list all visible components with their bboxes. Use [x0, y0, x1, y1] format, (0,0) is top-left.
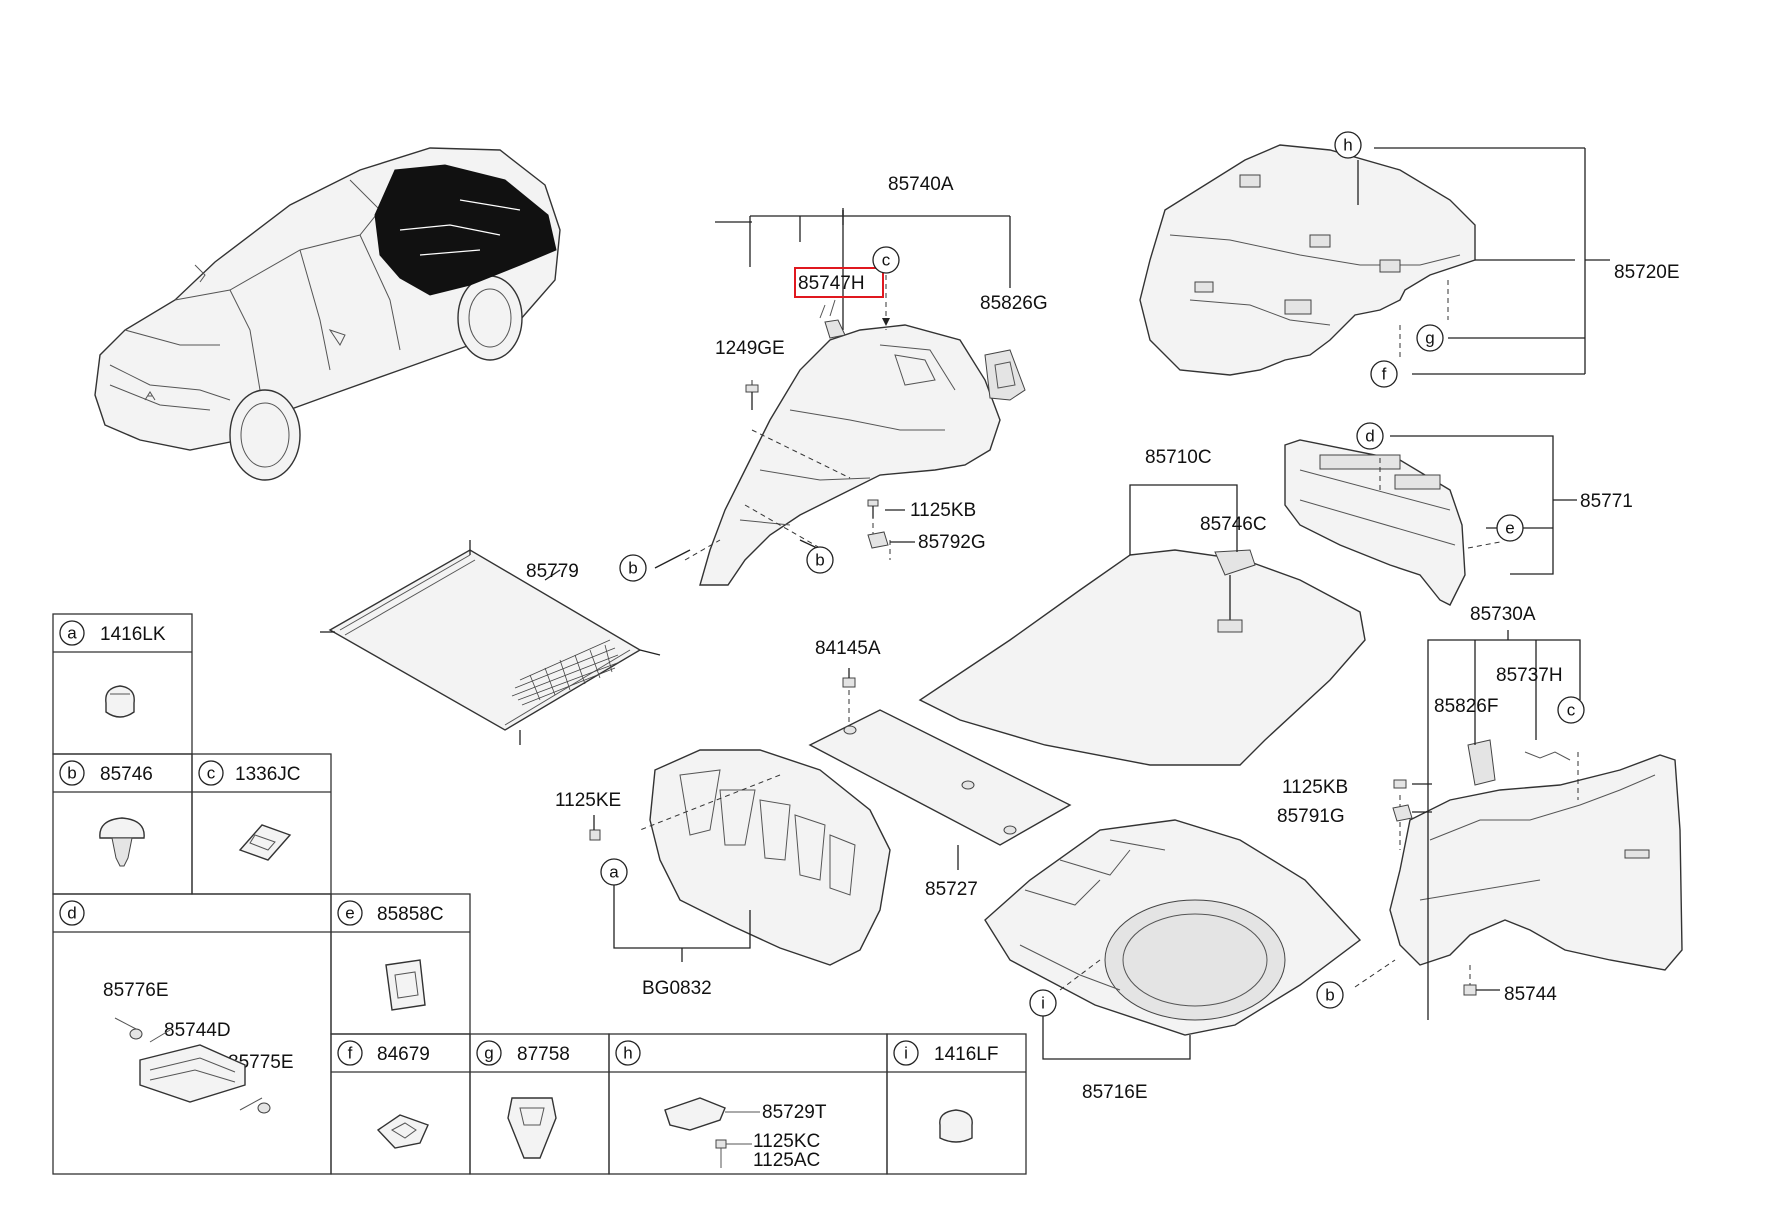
- svg-text:1125KC: 1125KC: [753, 1131, 820, 1152]
- clip-icon: [385, 959, 426, 1011]
- callout-c-top: c: [872, 246, 900, 274]
- legend-i: i 1416LF: [893, 1040, 998, 1143]
- label-85727: 85727: [925, 879, 978, 900]
- rear-transverse-trim: [1284, 435, 1577, 606]
- legend-c: c 1336JC: [198, 760, 301, 861]
- svg-text:e: e: [345, 904, 354, 923]
- callout-i: i: [1029, 989, 1057, 1017]
- svg-text:85746: 85746: [100, 764, 153, 785]
- label-85716E: 85716E: [1082, 1082, 1148, 1103]
- svg-text:85744D: 85744D: [164, 1020, 231, 1041]
- package-tray-trim: [1139, 144, 1610, 376]
- bracket-icon: [664, 1097, 726, 1131]
- left-quarter-trim: [654, 208, 1026, 586]
- trunk-floor-mat: [918, 484, 1366, 766]
- label-85746C: 85746C: [1200, 514, 1267, 535]
- legend-grid: [52, 613, 1027, 1175]
- svg-text:f: f: [348, 1044, 353, 1063]
- rivet-icon: [939, 1109, 973, 1143]
- callout-a: a: [600, 858, 628, 886]
- legend-a: a 1416LK: [59, 620, 166, 718]
- label-85744: 85744: [1504, 984, 1557, 1005]
- svg-text:87758: 87758: [517, 1044, 570, 1065]
- svg-text:e: e: [1505, 519, 1514, 538]
- trunk-floor-board: [808, 668, 1072, 870]
- svg-text:i: i: [1041, 994, 1045, 1013]
- trunk-side-cover: [589, 749, 891, 966]
- luggage-net: [320, 540, 661, 745]
- label-84145A: 84145A: [815, 638, 881, 659]
- svg-text:c: c: [1567, 701, 1576, 720]
- highlight-box-85747H: [794, 267, 884, 298]
- callout-f: f: [1370, 360, 1398, 388]
- svg-text:i: i: [904, 1044, 908, 1063]
- callout-b-right: b: [1316, 981, 1344, 1009]
- callout-g: g: [1416, 324, 1444, 352]
- svg-text:h: h: [623, 1044, 632, 1063]
- label-85720E: 85720E: [1614, 262, 1680, 283]
- callout-b-mid: b: [806, 546, 834, 574]
- push-clip-icon: [99, 817, 145, 839]
- svg-text:c: c: [882, 251, 891, 270]
- svg-text:h: h: [1343, 136, 1352, 155]
- label-BG0832: BG0832: [642, 978, 712, 999]
- retainer-icon: [507, 1097, 557, 1159]
- label-85779: 85779: [526, 561, 579, 582]
- trunk-floor-pan: [984, 819, 1362, 1060]
- label-1125KB-top: 1125KB: [910, 500, 976, 521]
- svg-text:g: g: [484, 1044, 493, 1063]
- callout-c-right: c: [1557, 696, 1585, 724]
- label-85737H: 85737H: [1496, 665, 1563, 686]
- svg-text:1416LF: 1416LF: [934, 1044, 998, 1065]
- svg-text:b: b: [67, 764, 76, 783]
- svg-text:a: a: [67, 624, 77, 643]
- svg-text:85729T: 85729T: [762, 1102, 827, 1123]
- label-85730A: 85730A: [1470, 604, 1536, 625]
- callout-e: e: [1496, 514, 1524, 542]
- svg-text:c: c: [207, 764, 216, 783]
- legend-e: e 85858C: [337, 900, 444, 1011]
- label-85771: 85771: [1580, 491, 1633, 512]
- label-85791G: 85791G: [1277, 806, 1345, 827]
- svg-text:84679: 84679: [377, 1044, 430, 1065]
- svg-text:a: a: [609, 863, 619, 882]
- right-quarter-trim: [1354, 630, 1683, 1020]
- legend-g: g 87758: [476, 1040, 570, 1159]
- svg-text:d: d: [67, 904, 76, 923]
- svg-text:b: b: [628, 559, 637, 578]
- legend-b: b 85746: [59, 760, 153, 867]
- label-85826G: 85826G: [980, 293, 1048, 314]
- plug-icon: [376, 1114, 429, 1149]
- svg-text:d: d: [1365, 427, 1374, 446]
- legend-d: d 85776E 85744D 85775E: [59, 900, 294, 1114]
- label-85747H: 85747H: [798, 273, 865, 294]
- label-1125KE: 1125KE: [555, 790, 621, 811]
- legend-f: f 84679: [337, 1040, 430, 1149]
- svg-text:1416LK: 1416LK: [100, 624, 166, 645]
- label-85826F: 85826F: [1434, 696, 1498, 717]
- svg-text:1125AC: 1125AC: [753, 1150, 820, 1171]
- callout-d: d: [1356, 422, 1384, 450]
- callout-h: h: [1334, 131, 1362, 159]
- svg-text:g: g: [1425, 329, 1434, 348]
- label-85792G: 85792G: [918, 532, 986, 553]
- speed-nut-icon: [238, 824, 292, 861]
- svg-text:85858C: 85858C: [377, 904, 444, 925]
- wire-harness-icon: [139, 1044, 246, 1103]
- callout-b-left: b: [619, 554, 647, 582]
- svg-text:b: b: [1325, 986, 1334, 1005]
- svg-text:1336JC: 1336JC: [235, 764, 301, 785]
- legend-h: h 85729T 1125KC 1125AC: [615, 1040, 827, 1171]
- label-85710C: 85710C: [1145, 447, 1212, 468]
- label-1249GE: 1249GE: [715, 338, 785, 359]
- label-85740A: 85740A: [888, 174, 954, 195]
- rivet-icon: [105, 685, 135, 718]
- label-1125KB-right: 1125KB: [1282, 777, 1348, 798]
- vehicle-illustration: [94, 147, 561, 481]
- svg-text:f: f: [1382, 365, 1387, 384]
- svg-text:b: b: [815, 551, 824, 570]
- svg-text:85776E: 85776E: [103, 980, 169, 1001]
